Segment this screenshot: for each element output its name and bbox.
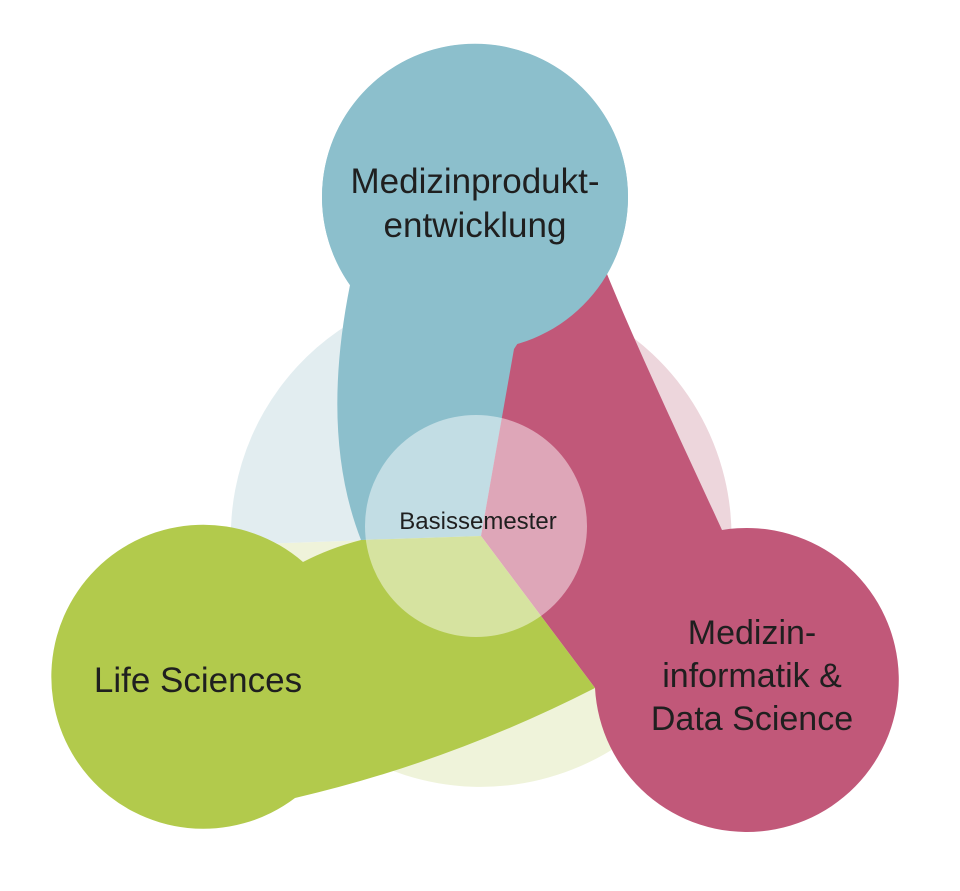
label-line: Life Sciences: [93, 661, 303, 700]
basissemester-overlay-circle: [365, 415, 587, 637]
basissemester-label: Basissemester: [378, 507, 578, 537]
label-line: Data Science: [650, 700, 854, 738]
program-label-medizinproduktentwicklung: Medizinprodukt- entwicklung: [275, 160, 675, 248]
label-line: Medizinprodukt-: [350, 162, 600, 201]
program-label-medizininformatik: Medizin- informatik & Data Science: [552, 612, 952, 741]
label-line: Medizin-: [687, 614, 817, 652]
program-shape-life-sciences: [51, 524, 596, 829]
program-circle-medizinproduktentwicklung: [322, 44, 628, 350]
program-shape-medizininformatik: [481, 274, 899, 832]
label-line: Basissemester: [399, 508, 557, 535]
program-label-life-sciences: Life Sciences: [18, 659, 378, 703]
label-line: entwicklung: [383, 206, 567, 245]
label-line: informatik &: [662, 657, 842, 695]
